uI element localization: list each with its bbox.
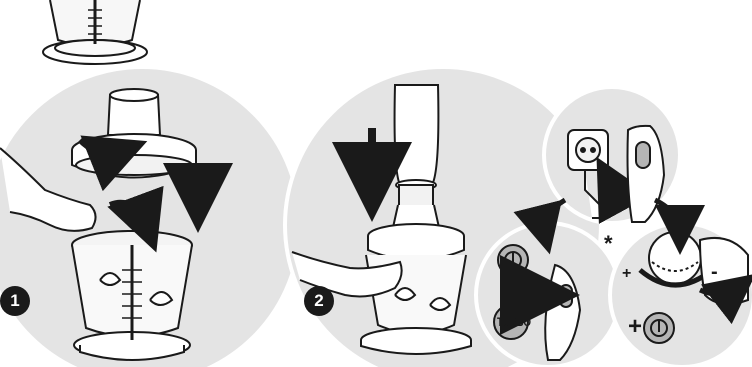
socket-icon	[568, 130, 608, 170]
button-scene	[476, 223, 620, 367]
speed-plus-sign: +	[622, 266, 631, 282]
power-plus-sign: +	[628, 315, 642, 339]
speed-minus-sign: -	[711, 262, 718, 282]
speed-dial-scene	[610, 223, 752, 367]
asterisk-note: *	[604, 233, 613, 255]
turbo-label: TURBO	[497, 315, 531, 329]
power-icon	[644, 313, 674, 343]
step-number-2: 2	[304, 286, 334, 316]
step1-scene	[0, 67, 300, 367]
top-bowl-preview	[43, 0, 147, 64]
handle-closeup	[628, 126, 665, 222]
step-number-1: 1	[0, 286, 30, 316]
power-icon	[498, 245, 528, 275]
chopper-bowl	[72, 231, 192, 360]
